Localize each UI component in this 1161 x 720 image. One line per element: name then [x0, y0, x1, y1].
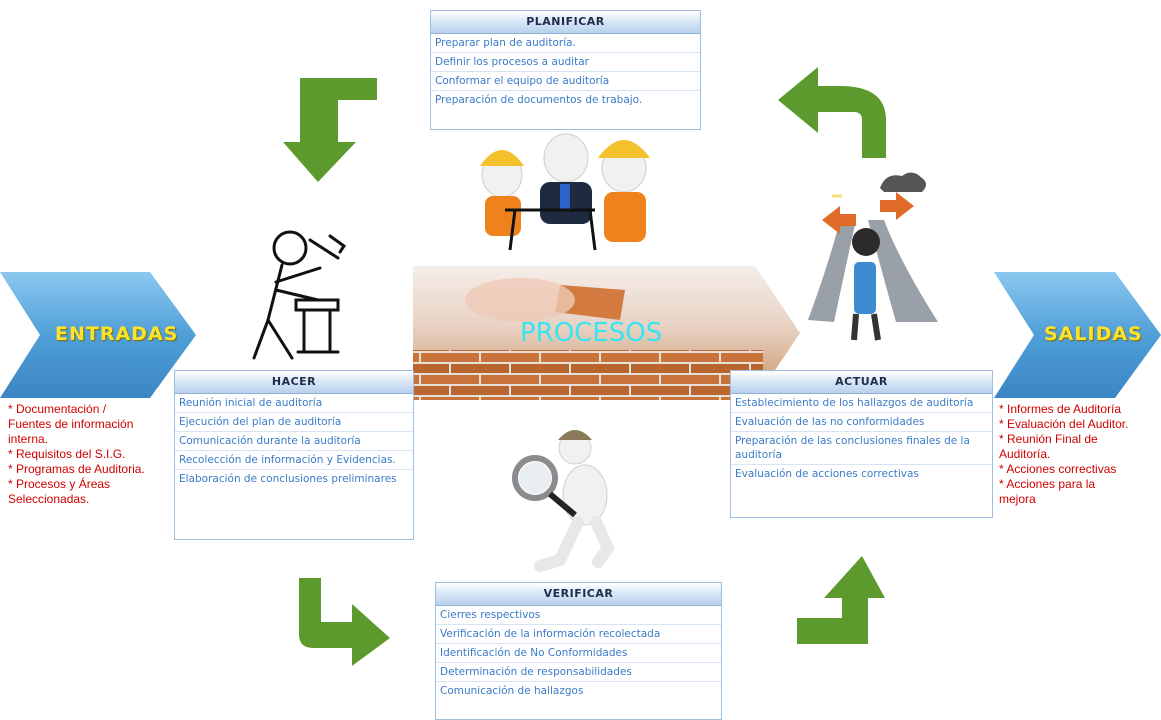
salidas-list: * Informes de Auditoría * Evaluación del… — [999, 402, 1128, 507]
magnifier-figure-icon — [512, 430, 615, 572]
verificar-item: Verificación de la información recolecta… — [436, 625, 721, 644]
salidas-item: * Acciones correctivas — [999, 462, 1117, 476]
actuar-box: ACTUAR Establecimiento de los hallazgos … — [730, 370, 993, 518]
verificar-item: Identificación de No Conformidades — [436, 644, 721, 663]
entradas-item: interna. — [8, 432, 49, 446]
bricks-photo-icon — [413, 266, 800, 400]
entradas-item: * Requisitos del S.I.G. — [8, 447, 126, 461]
hacer-item: Comunicación durante la auditoría — [175, 432, 413, 451]
planificar-item: Preparación de documentos de trabajo. — [435, 94, 643, 106]
entradas-item: Fuentes de información — [8, 417, 134, 431]
verificar-item: Cierres respectivos — [436, 606, 721, 625]
entradas-item: * Procesos y Áreas — [8, 477, 111, 491]
entradas-label: ENTRADAS — [55, 323, 179, 345]
hacer-item: Reunión inicial de auditoría — [175, 394, 413, 413]
entradas-item: Seleccionadas. — [8, 492, 90, 506]
entradas-item: * Programas de Auditoria. — [8, 462, 145, 476]
planificar-item: Definir los procesos a auditar — [431, 53, 700, 72]
salidas-item: * Acciones para la — [999, 477, 1096, 491]
actuar-item: Establecimiento de los hallazgos de audi… — [731, 394, 992, 413]
arrow-bottom-right — [797, 556, 885, 644]
salidas-item: Auditoría. — [999, 447, 1051, 461]
hacer-item: Elaboración de conclusiones preliminares — [179, 473, 397, 485]
arrow-bottom-left — [299, 578, 390, 666]
actuar-item: Evaluación de acciones correctivas — [735, 468, 919, 480]
planificar-item: Preparar plan de auditoría. — [431, 34, 700, 53]
hammer-worker-icon — [252, 230, 347, 360]
planificar-item: Conformar el equipo de auditoría — [431, 72, 700, 91]
meeting-figures-icon — [480, 133, 650, 251]
arrow-top-right — [778, 67, 886, 158]
salidas-label: SALIDAS — [1044, 323, 1143, 345]
salidas-item: * Reunión Final de — [999, 432, 1098, 446]
planificar-title: PLANIFICAR — [431, 11, 700, 34]
hacer-item: Recolección de información y Evidencias. — [175, 451, 413, 470]
salidas-item: * Informes de Auditoría — [999, 402, 1122, 416]
procesos-label: PROCESOS — [520, 318, 663, 348]
salidas-item: * Evaluación del Auditor. — [999, 417, 1129, 431]
entradas-chevron — [0, 272, 196, 398]
salidas-item: mejora — [999, 492, 1036, 506]
verificar-box: VERIFICAR Cierres respectivos Verificaci… — [435, 582, 722, 720]
hacer-box: HACER Reunión inicial de auditoría Ejecu… — [174, 370, 414, 540]
verificar-title: VERIFICAR — [436, 583, 721, 606]
verificar-item: Comunicación de hallazgos — [440, 685, 584, 697]
salidas-chevron — [994, 272, 1161, 398]
entradas-item: * Documentación / — [8, 402, 107, 416]
planificar-box: PLANIFICAR Preparar plan de auditoría. D… — [430, 10, 701, 130]
hacer-title: HACER — [175, 371, 413, 394]
arrow-top-left — [283, 78, 377, 182]
entradas-list: * Documentación / Fuentes de información… — [8, 402, 145, 507]
actuar-title: ACTUAR — [731, 371, 992, 394]
verificar-item: Determinación de responsabilidades — [436, 663, 721, 682]
actuar-item: Preparación de las conclusiones finales … — [731, 432, 992, 465]
crossroads-figure-icon — [808, 172, 938, 341]
actuar-item: Evaluación de las no conformidades — [731, 413, 992, 432]
hacer-item: Ejecución del plan de auditoría — [175, 413, 413, 432]
